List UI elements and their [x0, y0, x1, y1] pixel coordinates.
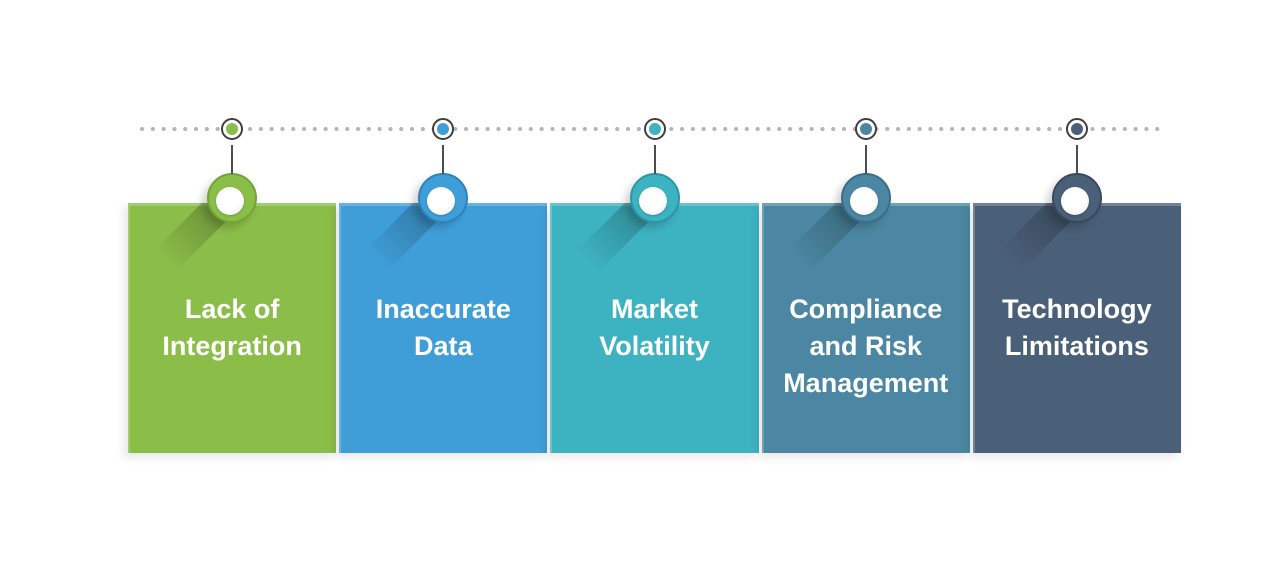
- pin-ring-icon: [840, 173, 891, 223]
- marker-dot: [226, 123, 239, 135]
- marker-connector-line: [653, 145, 656, 174]
- pin-ball-icon: [1060, 187, 1089, 215]
- pin-ball-icon: [638, 187, 667, 215]
- pin-ring-icon: [418, 173, 469, 223]
- marker-connector-line: [1075, 145, 1078, 174]
- pin-ring-icon: [629, 173, 680, 223]
- timeline-marker-icon: [1065, 118, 1088, 140]
- timeline-marker-icon: [221, 118, 244, 140]
- pin-ball-icon: [216, 187, 245, 215]
- challenge-cards-row: Lack of Integration Inaccurate Data: [128, 118, 1182, 453]
- card-label: Inaccurate Data: [375, 294, 511, 361]
- marker-dot: [859, 123, 872, 135]
- pin-ring-icon: [1051, 173, 1102, 223]
- marker-connector-line: [231, 145, 234, 174]
- pin-ball-icon: [849, 187, 878, 215]
- card-label: Lack of Integration: [162, 294, 302, 361]
- card-inaccurate-data: Inaccurate Data: [339, 118, 548, 453]
- card-compliance-risk-management: Compliance and Risk Management: [761, 118, 970, 453]
- card-market-volatility: Market Volatility: [550, 118, 759, 453]
- card-technology-limitations: Technology Limitations: [972, 118, 1182, 453]
- marker-connector-line: [864, 145, 867, 174]
- timeline-marker-icon: [854, 118, 877, 140]
- card-label: Market Volatility: [599, 294, 710, 361]
- timeline-marker-icon: [643, 118, 666, 140]
- card-label: Technology Limitations: [1002, 294, 1152, 361]
- timeline-marker-icon: [432, 118, 455, 140]
- marker-connector-line: [442, 145, 445, 174]
- card-lack-of-integration: Lack of Integration: [128, 118, 337, 453]
- marker-dot: [437, 123, 450, 135]
- marker-dot: [648, 123, 661, 135]
- pin-ball-icon: [427, 187, 456, 215]
- card-label: Compliance and Risk Management: [783, 294, 949, 398]
- marker-dot: [1070, 123, 1083, 135]
- pin-ring-icon: [207, 173, 258, 223]
